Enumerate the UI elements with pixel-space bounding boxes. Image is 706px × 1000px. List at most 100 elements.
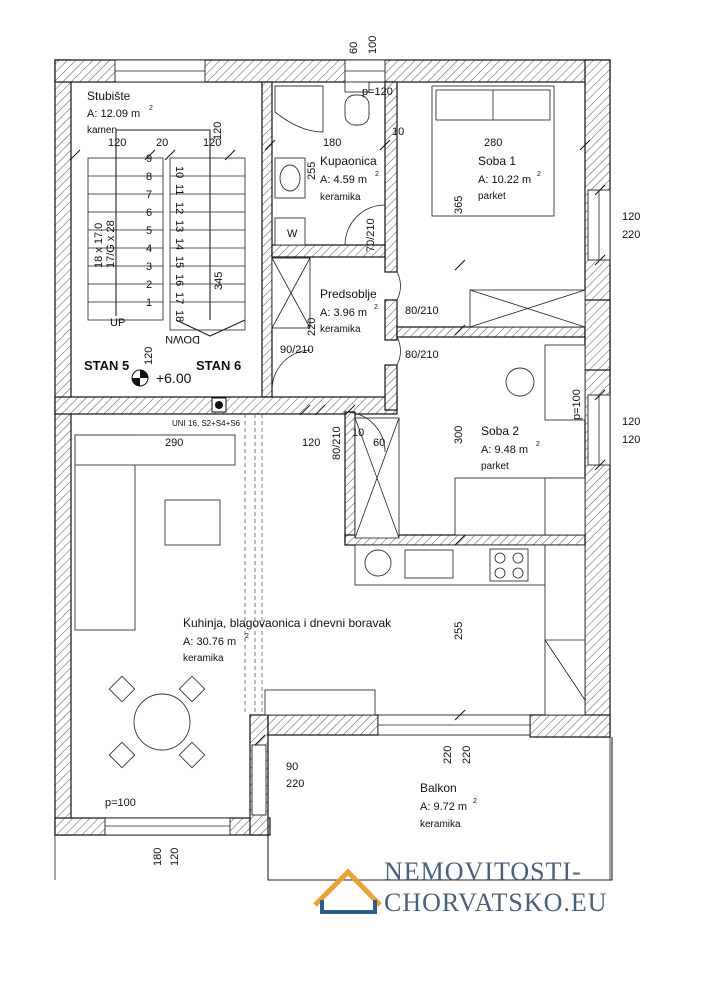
windows <box>104 59 611 836</box>
dim-255-bath: 255 <box>306 162 318 180</box>
living-furniture <box>74 434 376 769</box>
stair-spec-2: 17/G x 28 <box>105 220 117 268</box>
dim-120-hall: 120 <box>302 437 320 449</box>
room-finish-kuhinja: keramika <box>183 653 224 664</box>
dim-70-210: 70/210 <box>365 218 377 252</box>
dim-80-210-b: 80/210 <box>405 349 439 361</box>
dim-uni: UNI 16, S2+S4+S6 <box>172 419 241 428</box>
dim-120-vert: 120 <box>212 122 224 140</box>
dim-300: 300 <box>453 426 465 444</box>
stair-step-number: 5 <box>146 225 152 237</box>
area-superscript: 2 <box>245 633 249 640</box>
room-finish-balkon: keramika <box>420 819 461 830</box>
dim-120-stan: 120 <box>143 347 155 365</box>
bathroom-fixtures <box>274 81 386 246</box>
dim-180: 180 <box>323 137 341 149</box>
level-label: +6.00 <box>156 370 192 386</box>
dim-90-210: 90/210 <box>280 344 314 356</box>
stair-step-number: 10 <box>173 166 185 178</box>
dim-right-120-a: 120 <box>622 211 640 223</box>
stair-up-label: UP <box>110 317 125 329</box>
dim-80-210-a: 80/210 <box>405 305 439 317</box>
room-area-soba2: A: 9.48 m <box>481 444 528 456</box>
stair-spec-1: 18 x 17.0 <box>93 223 105 268</box>
dim-220-pred: 220 <box>306 318 318 336</box>
area-superscript: 2 <box>537 171 541 178</box>
stair-step-number: 6 <box>146 207 152 219</box>
room-area-soba1: A: 10.22 m <box>478 174 531 186</box>
dim-right-220-a: 220 <box>622 229 640 241</box>
room-finish-kupaonica: keramika <box>320 192 361 203</box>
stair-down-label: DOWN <box>165 333 200 345</box>
dim-90: 90 <box>286 761 298 773</box>
dim-p100-soba2: p=100 <box>571 389 583 420</box>
area-superscript: 2 <box>473 798 477 805</box>
bedroom2-furniture <box>344 344 586 539</box>
dim-balcony-180: 180 <box>152 848 164 866</box>
apartment-label-stan5: STAN 5 <box>84 358 129 373</box>
balcony-outline <box>54 737 613 881</box>
stair-step-number: 7 <box>146 189 152 201</box>
room-finish-stubiste: kamen <box>87 125 117 136</box>
room-name-stubiste: Stubište <box>87 89 131 103</box>
room-area-balkon: A: 9.72 m <box>420 801 467 813</box>
dim-right-120-c: 120 <box>622 434 640 446</box>
dim-365: 365 <box>453 196 465 214</box>
watermark-line1: NEMOVITOSTI- <box>384 857 582 886</box>
room-name-balkon: Balkon <box>420 781 457 795</box>
dim-220-c: 220 <box>286 778 304 790</box>
room-name-predsoblje: Predsoblje <box>320 287 377 301</box>
dim-120-b: 120 <box>203 137 221 149</box>
dimension-ticks <box>69 139 606 746</box>
watermark-logo <box>313 868 382 914</box>
bedroom1-furniture <box>431 85 586 328</box>
stair-step-number: 17 <box>173 292 185 304</box>
kitchen-counter <box>354 544 586 716</box>
hallway-fixtures <box>271 257 401 391</box>
area-superscript: 2 <box>374 304 378 311</box>
room-finish-predsoblje: keramika <box>320 324 361 335</box>
room-area-kuhinja: A: 30.76 m <box>183 636 236 648</box>
stair-step-number: 4 <box>146 243 152 255</box>
dim-280: 280 <box>484 137 502 149</box>
room-area-kupaonica: A: 4.59 m <box>320 174 367 186</box>
stair-step-number: 3 <box>146 261 152 273</box>
dim-top-60: 60 <box>348 42 360 54</box>
dim-220-b: 220 <box>461 746 473 764</box>
dim-290: 290 <box>165 437 183 449</box>
stair-step-number: 11 <box>173 184 185 195</box>
dim-right-120-b: 120 <box>622 416 640 428</box>
dim-120-a: 120 <box>108 137 126 149</box>
watermark-line2: CHORVATSKO.EU <box>384 888 608 917</box>
apartment-label-stan6: STAN 6 <box>196 358 241 373</box>
stair-step-number: 16 <box>173 274 185 286</box>
stair-step-number: 2 <box>146 279 152 291</box>
room-finish-soba1: parket <box>478 191 506 202</box>
dim-255-kit: 255 <box>453 622 465 640</box>
dim-p100-living: p=100 <box>105 797 136 809</box>
dim-p120-bath: p=120 <box>362 86 393 98</box>
stair-step-number: 14 <box>173 238 185 250</box>
washer-label: W <box>287 228 298 240</box>
area-superscript: 2 <box>536 441 540 448</box>
stair-step-number: 18 <box>173 310 185 322</box>
room-area-stubiste: A: 12.09 m <box>87 108 140 120</box>
room-area-predsoblje: A: 3.96 m <box>320 307 367 319</box>
dim-balcony-120: 120 <box>169 848 181 866</box>
stair-step-number: 12 <box>173 202 185 214</box>
dim-top-100: 100 <box>367 36 379 54</box>
dim-10-b: 10 <box>352 427 364 439</box>
room-name-kupaonica: Kupaonica <box>320 154 377 168</box>
stair-step-number: 9 <box>146 153 152 165</box>
level-marker <box>131 369 227 413</box>
stair-step-number: 1 <box>146 297 152 309</box>
dim-20: 20 <box>156 137 168 149</box>
dim-80-210-c: 80/210 <box>331 426 343 460</box>
area-superscript: 2 <box>375 171 379 178</box>
stair-step-number: 13 <box>173 220 185 232</box>
dim-10-a: 10 <box>392 126 404 138</box>
dashed-lines <box>244 414 263 715</box>
dim-220-a: 220 <box>442 746 454 764</box>
dim-60: 60 <box>373 437 385 449</box>
stair-step-number: 15 <box>173 256 185 268</box>
